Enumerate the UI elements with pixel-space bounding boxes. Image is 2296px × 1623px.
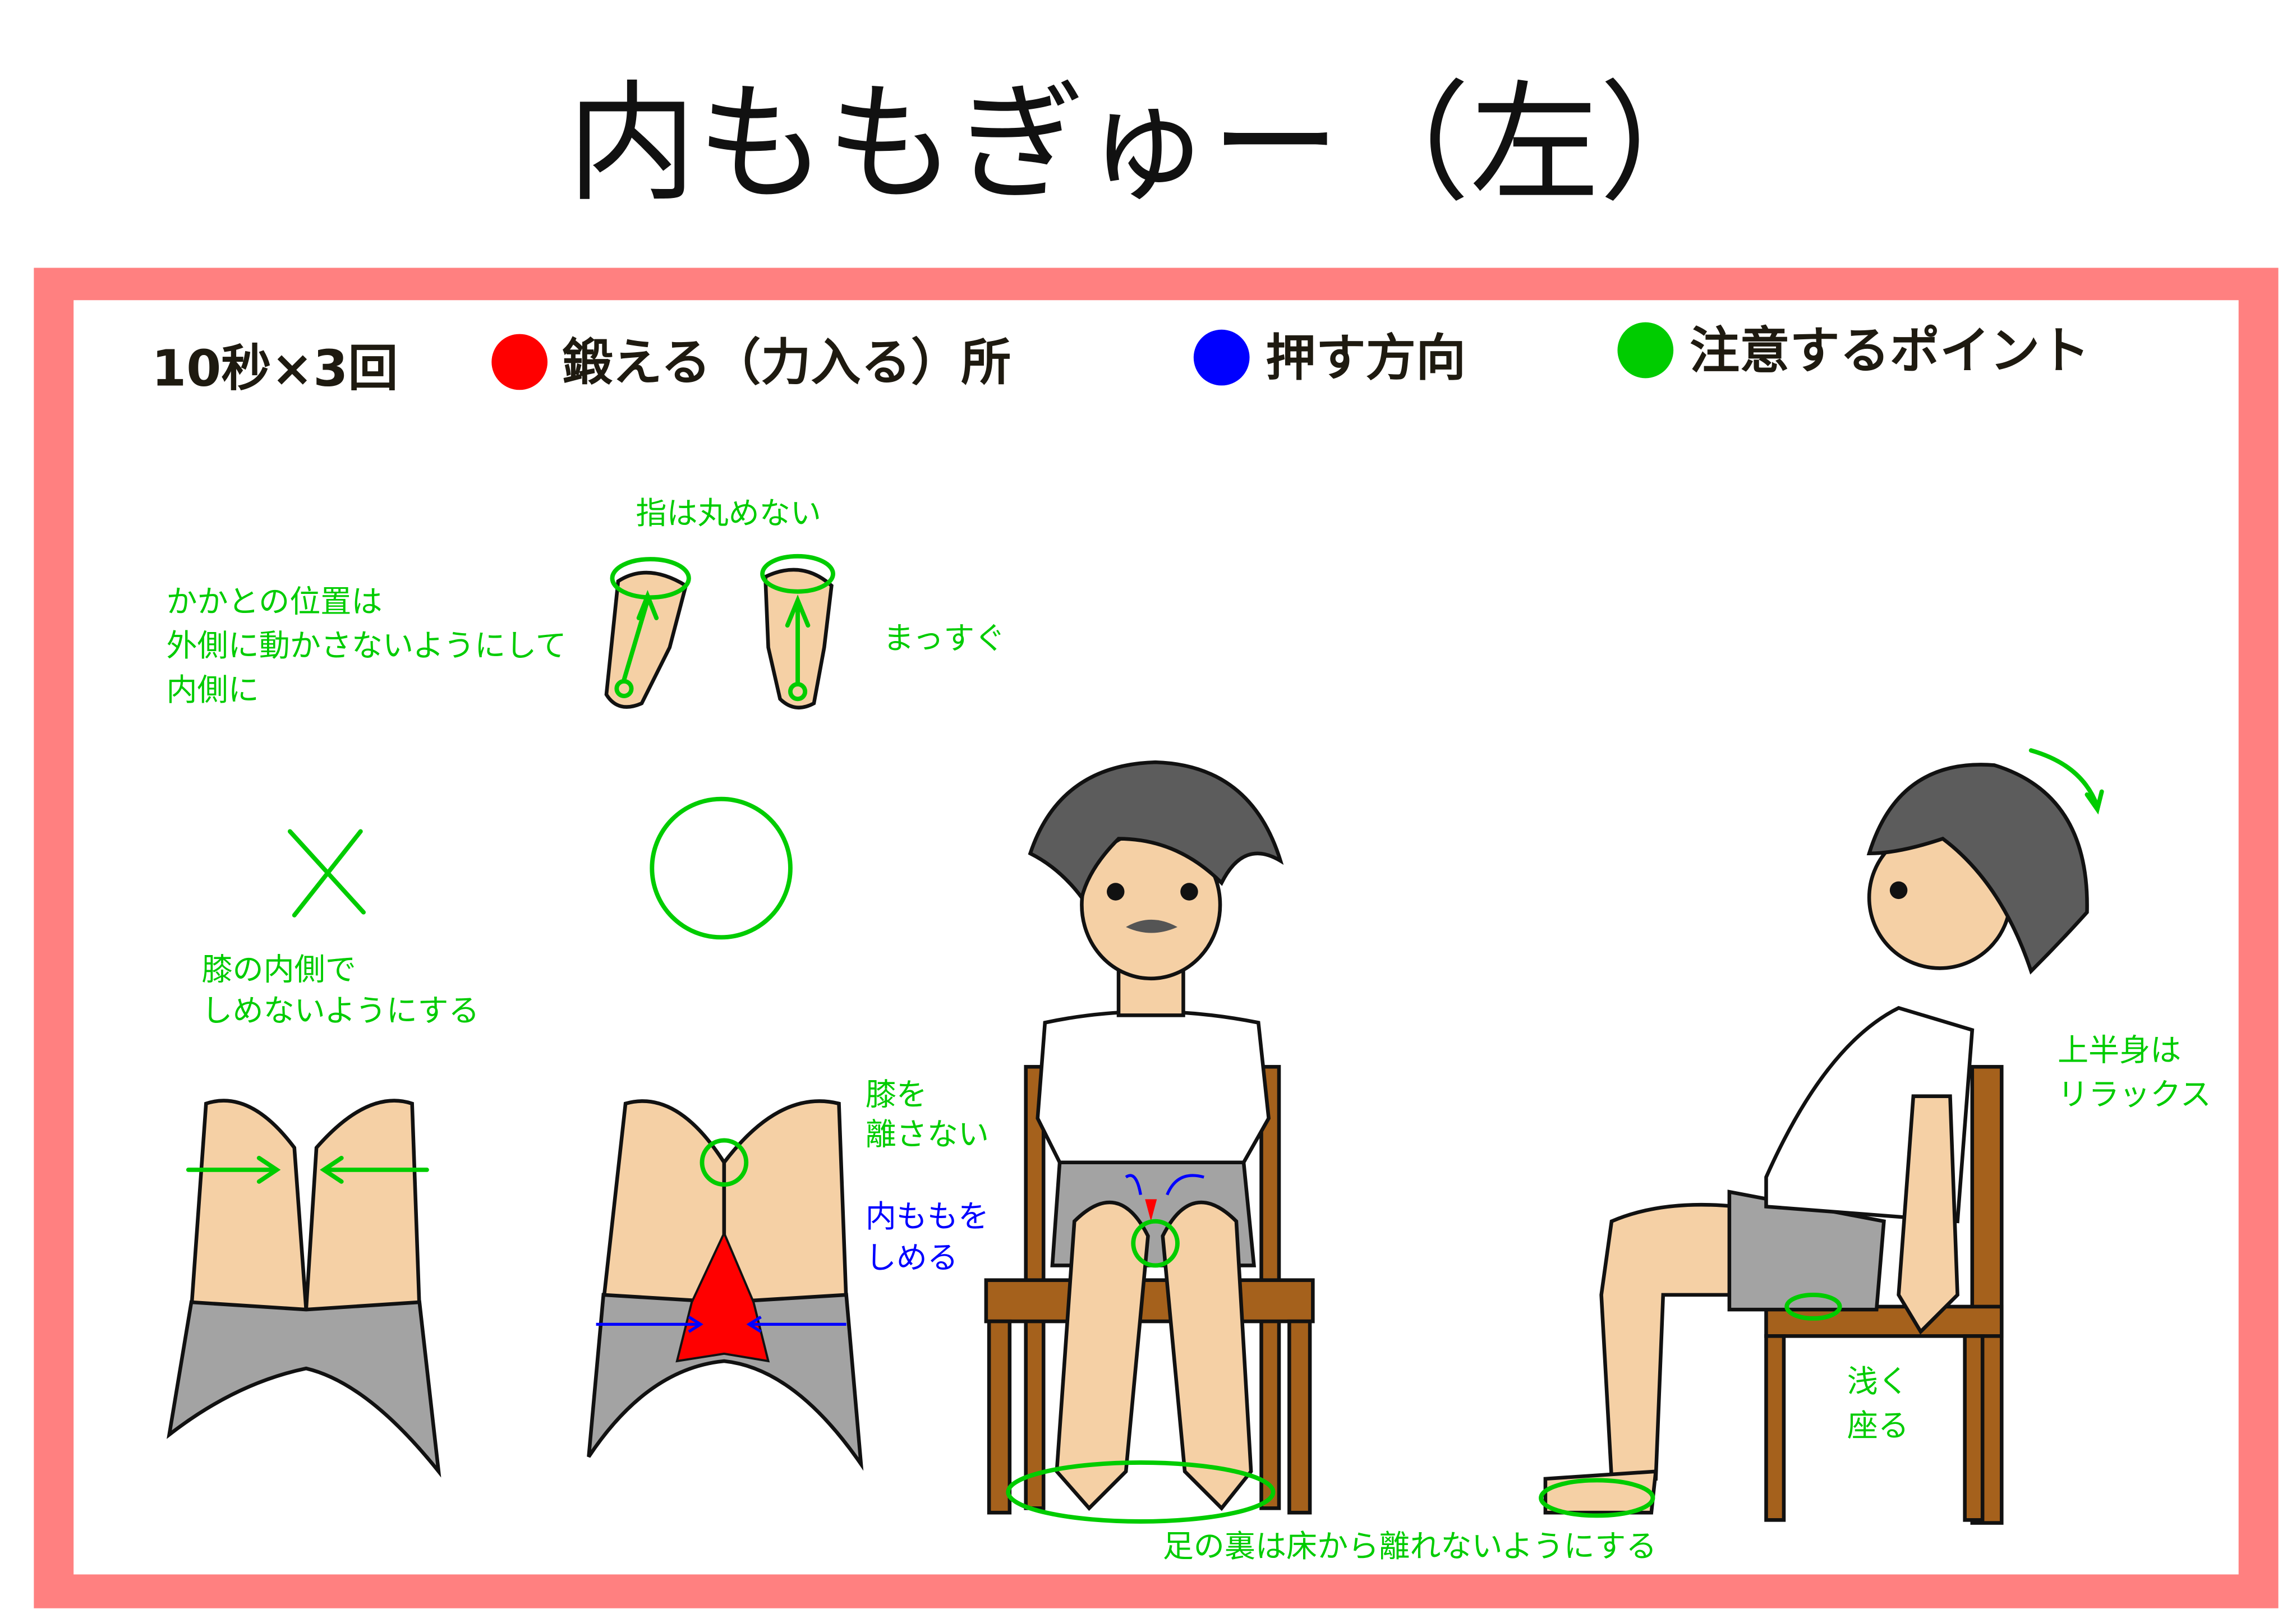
legs-wrong-view [167, 1099, 441, 1478]
note-toes: 指は丸めない [636, 495, 821, 531]
red-dot-icon [491, 334, 548, 390]
reps-label: 10秒×3回 [151, 339, 398, 398]
legend-caution: 注意するポイント [1690, 322, 2090, 380]
circle-mark-icon [650, 796, 793, 940]
person-front-view [984, 760, 1315, 1524]
note-knee-inside-2: しめないようにする [201, 993, 479, 1029]
cross-mark-icon [287, 829, 366, 917]
note-heel-3: 内側に [166, 672, 259, 708]
note-heel-2: 外側に動かさないようにして [166, 628, 566, 663]
legend: 10秒×3回 鍛える（力入る）所 押す方向 注意するポイント [151, 322, 2090, 398]
legs-correct-view [587, 1099, 864, 1471]
page-title: 内ももぎゅー（左） [567, 69, 1729, 219]
legend-push: 押す方向 [1266, 329, 1466, 388]
note-soles: 足の裏は床から離れないようにする [1163, 1528, 1657, 1564]
note-squeeze-2: しめる [866, 1240, 958, 1276]
note-squeeze-1: 内ももを [866, 1198, 989, 1234]
note-knees-together-1: 膝を [866, 1076, 927, 1112]
note-shallow-1: 浅く [1847, 1363, 1909, 1399]
note-knees-together-2: 離さない [866, 1116, 989, 1152]
note-knee-inside-1: 膝の内側で [201, 951, 356, 987]
green-dot-icon [1617, 322, 1674, 379]
person-side-view [1539, 748, 2104, 1525]
note-relax-1: 上半身は [2058, 1032, 2181, 1068]
note-heel-1: かかとの位置は [166, 583, 382, 619]
inner-thigh-highlight [675, 1230, 770, 1363]
note-relax-2: リラックス [2058, 1076, 2211, 1112]
note-straight: まっすぐ [883, 620, 1005, 656]
legend-strengthen: 鍛える（力入る）所 [562, 334, 1011, 392]
feet-top-view [604, 554, 835, 709]
blue-dot-icon [1193, 329, 1250, 386]
note-shallow-2: 座る [1847, 1408, 1909, 1444]
